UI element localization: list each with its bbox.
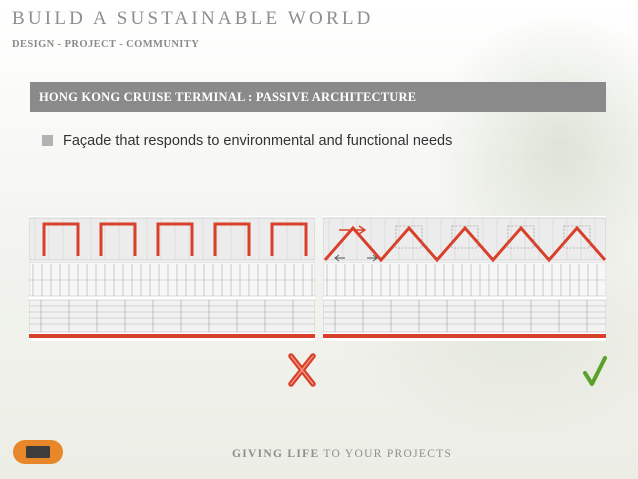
facade-upper-band: [323, 217, 606, 261]
section-title-bar: HONG KONG CRUISE TERMINAL : PASSIVE ARCH…: [30, 82, 606, 112]
facade-lower-band: [323, 299, 606, 333]
green-check-mark-icon: [583, 356, 607, 386]
frame-dashed-outline: [507, 225, 535, 249]
footer-tagline-bold: GIVING LIFE: [232, 448, 320, 460]
section-title: HONG KONG CRUISE TERMINAL : PASSIVE ARCH…: [39, 90, 417, 104]
bullet-square-icon: [42, 135, 53, 146]
rectangular-frame: [42, 222, 80, 256]
right-arrow-icon: [367, 254, 378, 262]
facade-elevation-triangular: [323, 217, 606, 338]
footer-tagline-rest: TO YOUR PROJECTS: [319, 448, 453, 460]
frame-dashed-outline: [563, 225, 591, 249]
facade-base-line: [29, 334, 315, 338]
direction-arrow-icon: [339, 225, 367, 235]
facade-base-line: [323, 334, 606, 338]
facade-middle-band: [29, 261, 315, 297]
frame-dashed-outline: [451, 225, 479, 249]
facade-drawing-rectangular: [29, 216, 315, 341]
frame-dashed-outline: [395, 225, 423, 249]
rectangular-frame: [270, 222, 308, 256]
rectangular-frame: [156, 222, 194, 256]
company-logo-mark: [26, 446, 50, 458]
facade-middle-band: [323, 261, 606, 297]
facade-drawing-triangular: [323, 216, 606, 341]
header-title: BUILD A SUSTAINABLE WORLD: [12, 8, 374, 29]
triangular-frame: [323, 225, 606, 263]
header-subtitle: DESIGN - PROJECT - COMMUNITY: [12, 39, 200, 50]
footer-tagline: GIVING LIFE TO YOUR PROJECTS: [232, 448, 452, 460]
company-logo: [13, 440, 63, 464]
bullet-text: Façade that responds to environmental an…: [63, 133, 453, 149]
rectangular-frame: [99, 222, 137, 256]
left-arrow-icon: [334, 254, 345, 262]
rectangular-frame: [213, 222, 251, 256]
facade-elevation-rectangular: [29, 217, 315, 338]
red-x-mark-icon: [288, 353, 316, 387]
facade-lower-band: [29, 299, 315, 333]
